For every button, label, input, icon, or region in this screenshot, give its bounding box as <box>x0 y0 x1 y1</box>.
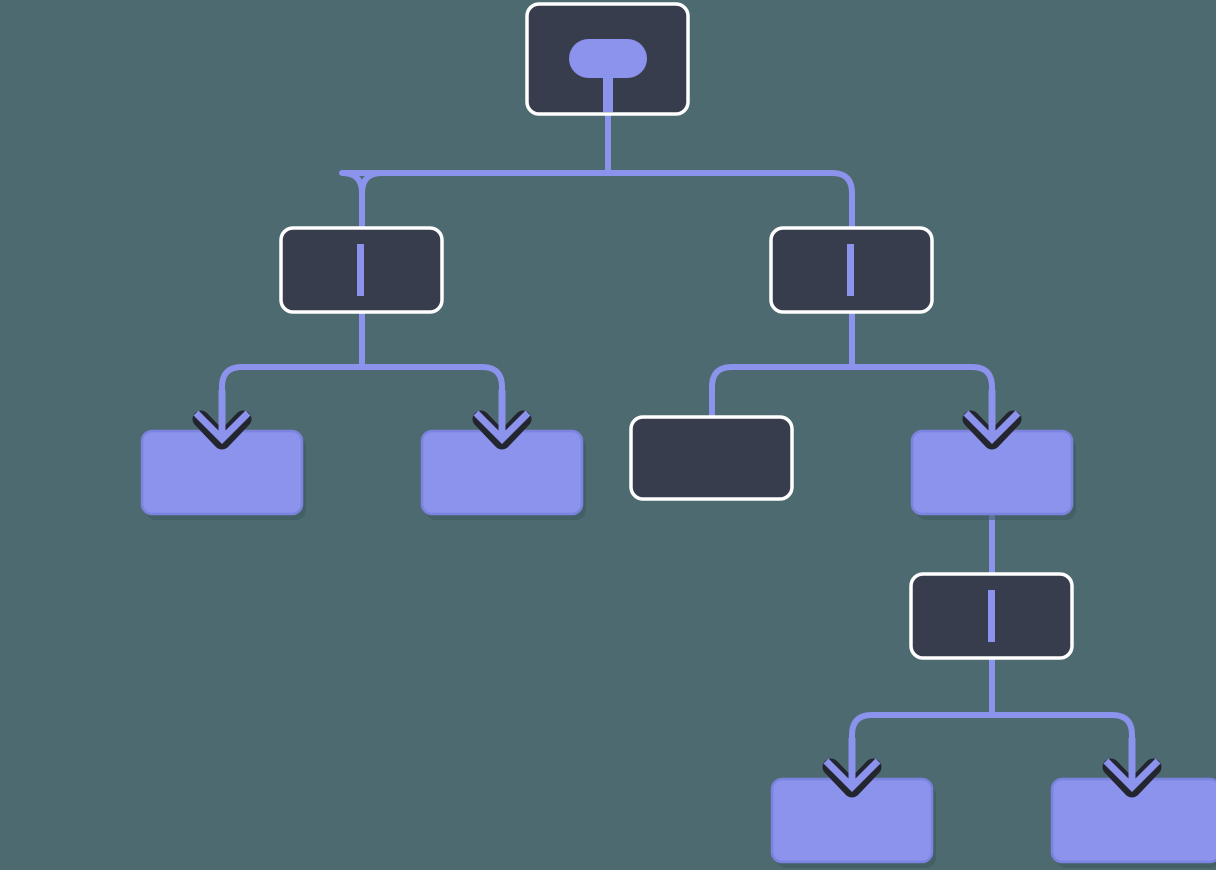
edge-root-to-right-child-elbow <box>608 170 855 232</box>
edge-layer <box>219 110 1135 768</box>
node-level3-dark[interactable] <box>909 572 1074 660</box>
edge-n1-to-n4-elbow <box>362 364 505 420</box>
node-level2-purple[interactable] <box>910 429 1076 520</box>
node-root-pill-icon <box>569 39 647 78</box>
arrowhead-layer <box>192 390 1162 798</box>
arrowhead-to-level2-purple-icon <box>962 390 1022 450</box>
edge-n1-to-n3-elbow <box>219 364 362 420</box>
node-level1-right-inner-bar-icon <box>847 244 854 296</box>
edge-n7-to-n8-elbow <box>849 712 992 768</box>
edge-n2-to-n6-elbow <box>852 364 995 420</box>
edge-n7-to-n9-elbow <box>992 712 1135 768</box>
node-level1-right[interactable] <box>769 226 934 314</box>
arrowhead-to-leaf-3-icon <box>822 738 882 798</box>
arrowhead-to-leaf-2-icon <box>472 390 532 450</box>
edge-n2-to-n5-elbow <box>709 364 852 420</box>
node-level3-inner-bar-icon <box>988 590 995 642</box>
arrowhead-to-leaf-1-icon <box>192 390 252 450</box>
arrowhead-to-leaf-4-icon <box>1102 738 1162 798</box>
node-layer <box>140 2 1216 868</box>
edge-root-to-left-child <box>339 170 608 228</box>
node-leaf-4[interactable] <box>1050 777 1216 868</box>
node-level1-left-inner-bar-icon <box>357 244 364 296</box>
node-root-pill-stem-icon <box>603 60 613 112</box>
node-level1-left[interactable] <box>279 226 444 314</box>
node-level2-dark[interactable] <box>629 415 794 501</box>
edge-root-to-left-child-elbow <box>359 170 608 232</box>
node-level2-dark-rect[interactable] <box>629 415 794 501</box>
node-leaf-2[interactable] <box>420 429 586 520</box>
node-root[interactable] <box>525 2 690 116</box>
